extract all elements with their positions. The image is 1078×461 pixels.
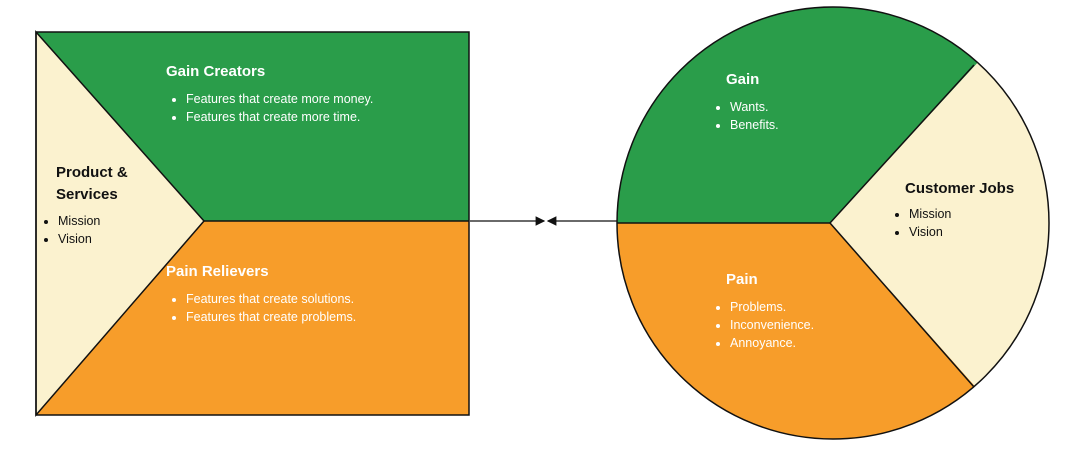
pain-relievers-list: Features that create solutions. Features…	[166, 290, 456, 326]
gain-creators-title: Gain Creators	[166, 63, 266, 80]
customer-jobs-title: Customer Jobs	[905, 180, 1015, 197]
list-item: Inconvenience.	[730, 316, 870, 334]
gain-creators-list: Features that create more money. Feature…	[166, 90, 456, 126]
pain-relievers-text: Pain Relievers Features that create solu…	[166, 263, 456, 326]
products-services-title-line2: Services	[56, 186, 118, 203]
customer-jobs-list: Mission Vision	[889, 205, 1039, 241]
pain-list: Problems. Inconvenience. Annoyance.	[710, 298, 870, 352]
list-item: Mission	[58, 212, 160, 230]
gain-text: Gain Wants. Benefits.	[710, 71, 870, 134]
circle-divider-lower	[829, 222, 975, 388]
gain-creators-area	[36, 32, 469, 221]
list-item: Vision	[909, 223, 1039, 241]
pain-text: Pain Problems. Inconvenience. Annoyance.	[710, 271, 870, 352]
value-proposition-square	[35, 30, 470, 418]
list-item: Features that create solutions.	[186, 290, 456, 308]
gain-creators-text: Gain Creators Features that create more …	[166, 63, 456, 126]
products-services-title: Product & Services	[40, 162, 160, 206]
customer-jobs-text: Customer Jobs Mission Vision	[889, 180, 1039, 241]
pain-relievers-title: Pain Relievers	[166, 263, 269, 280]
gain-list: Wants. Benefits.	[710, 98, 870, 134]
list-item: Annoyance.	[730, 334, 870, 352]
list-item: Features that create problems.	[186, 308, 456, 326]
products-services-list: Mission Vision	[40, 212, 160, 248]
list-item: Features that create more time.	[186, 108, 456, 126]
list-item: Features that create more money.	[186, 90, 456, 108]
square-outline	[35, 31, 470, 416]
list-item: Vision	[58, 230, 160, 248]
list-item: Benefits.	[730, 116, 870, 134]
circle-divider-upper	[829, 64, 975, 224]
list-item: Wants.	[730, 98, 870, 116]
gain-title: Gain	[726, 71, 760, 88]
products-services-title-line1: Product &	[56, 164, 128, 181]
products-services-text: Product & Services Mission Vision	[40, 162, 160, 248]
pain-title: Pain	[726, 271, 758, 288]
list-item: Problems.	[730, 298, 870, 316]
circle-outline	[616, 6, 1050, 440]
pain-relievers-area	[36, 221, 469, 415]
list-item: Mission	[909, 205, 1039, 223]
